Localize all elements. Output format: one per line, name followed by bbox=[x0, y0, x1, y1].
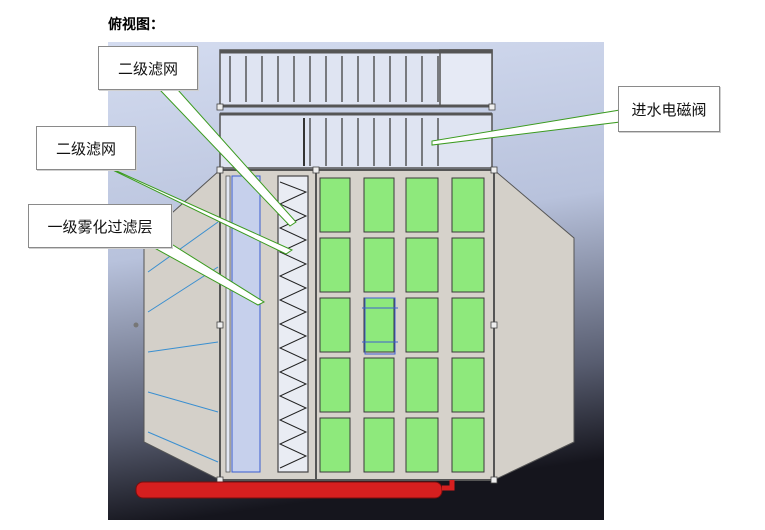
view-title: 俯视图： bbox=[108, 16, 164, 32]
leader-secondary-filter-1 bbox=[158, 89, 297, 227]
callout-secondary-filter-1: 二级滤网 bbox=[98, 46, 198, 90]
callout-secondary-filter-2: 二级滤网 bbox=[36, 126, 136, 170]
main-housing bbox=[219, 169, 495, 481]
top-platform bbox=[219, 49, 493, 169]
leader-solenoid-valve bbox=[431, 109, 621, 146]
inlet-pipe bbox=[135, 480, 455, 499]
frame-joints bbox=[216, 103, 498, 484]
zigzag-filter-frame bbox=[277, 175, 309, 473]
callout-primary-mist-filter: 一级雾化过滤层 bbox=[28, 204, 172, 248]
stairs-lower bbox=[303, 118, 439, 166]
filter-block-grid bbox=[319, 177, 485, 473]
equipment-top-view-svg bbox=[108, 42, 604, 520]
leader-primary-filter bbox=[139, 239, 266, 306]
center-bracket bbox=[362, 297, 398, 355]
zigzag-filter bbox=[278, 181, 308, 469]
callout-inlet-solenoid-valve: 进水电磁阀 bbox=[618, 86, 720, 132]
equipment-drawing bbox=[108, 42, 604, 520]
stairs-upper bbox=[229, 56, 439, 102]
sensor-dot bbox=[133, 322, 139, 328]
